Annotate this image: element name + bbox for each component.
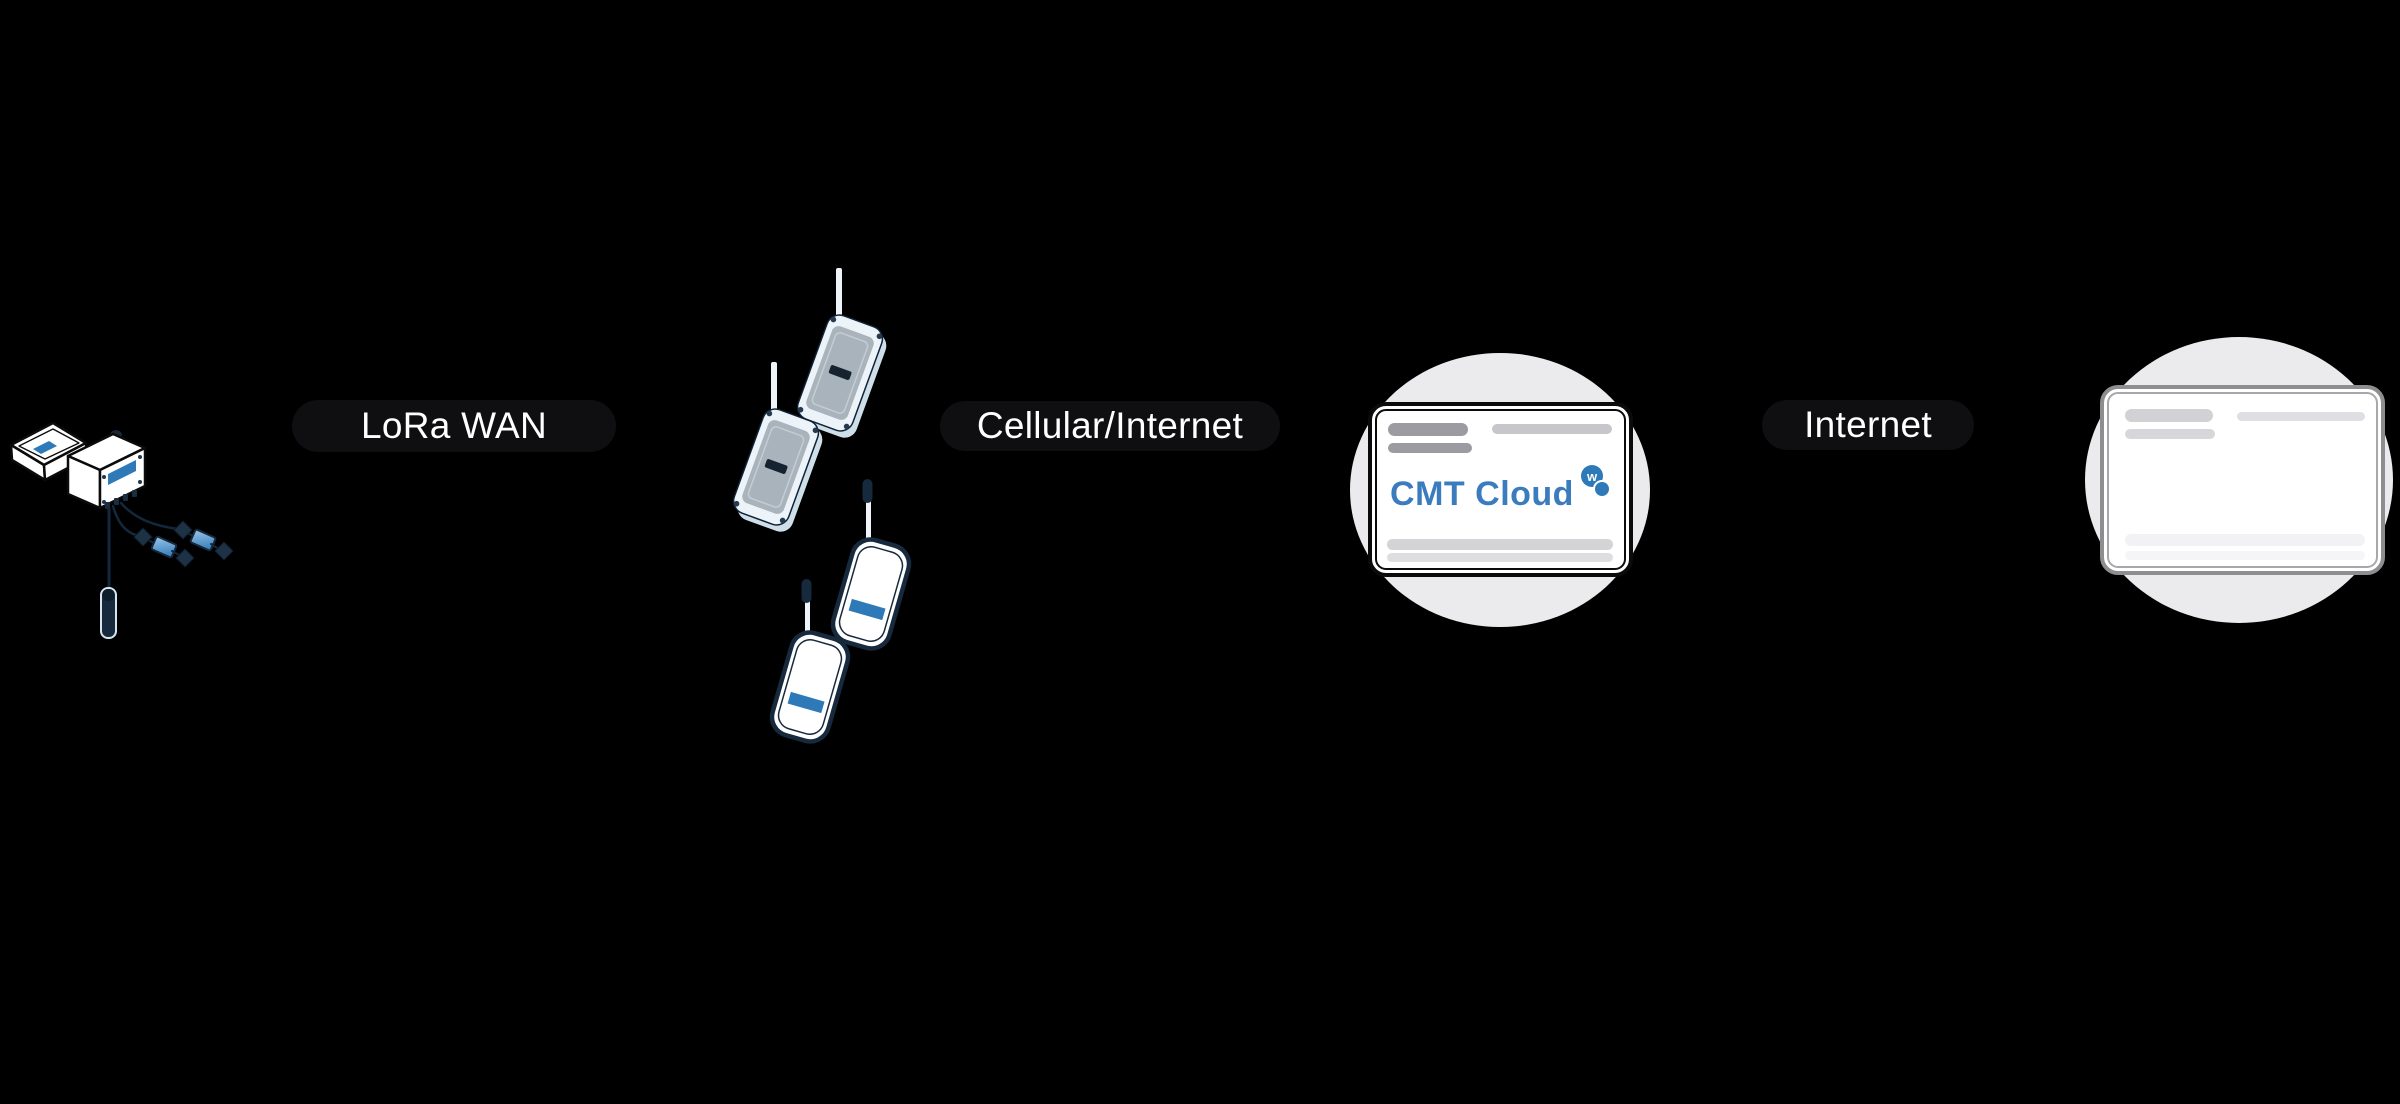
cloud-title-row: CMT Cloud w <box>1372 465 1629 513</box>
sensor-chain-illustration <box>111 501 234 568</box>
data-logger-illustration <box>66 430 147 510</box>
field-station-illustration <box>9 421 234 639</box>
browser-bar <box>2125 409 2213 422</box>
wireless-node-illustration <box>830 479 912 651</box>
wireless-node-illustration <box>769 579 851 744</box>
lora-wan-label-text: LoRa WAN <box>360 405 548 446</box>
browser-bar <box>2237 412 2365 421</box>
internet-label: Internet <box>1762 400 1974 450</box>
gateway-cluster-illustration <box>732 268 912 744</box>
browser-bar <box>2125 429 2215 439</box>
soil-probe-illustration <box>100 506 117 639</box>
browser-bar <box>1388 423 1468 436</box>
cellular-internet-label-text: Cellular/Internet <box>976 405 1244 446</box>
cmt-cloud-title: CMT Cloud <box>1390 475 1574 513</box>
browser-bar <box>1387 553 1613 562</box>
cellular-internet-label: Cellular/Internet <box>940 401 1280 451</box>
lora-gateway-illustration <box>732 362 823 532</box>
browser-bar <box>2125 534 2365 546</box>
browser-bar <box>1388 443 1472 453</box>
browser-bar <box>2125 551 2365 560</box>
internet-label-text: Internet <box>1804 404 1932 445</box>
dashboard-browser-window <box>2100 385 2385 575</box>
cmt-cloud-logo-icon: w <box>1580 465 1611 498</box>
lora-gateway-illustration <box>796 268 887 438</box>
browser-bar <box>1387 539 1613 550</box>
browser-bar <box>1492 424 1612 434</box>
svg-text:w: w <box>1586 469 1598 484</box>
cloud-browser-window: CMT Cloud w <box>1368 402 1633 577</box>
lora-wan-label: LoRa WAN <box>292 400 616 452</box>
